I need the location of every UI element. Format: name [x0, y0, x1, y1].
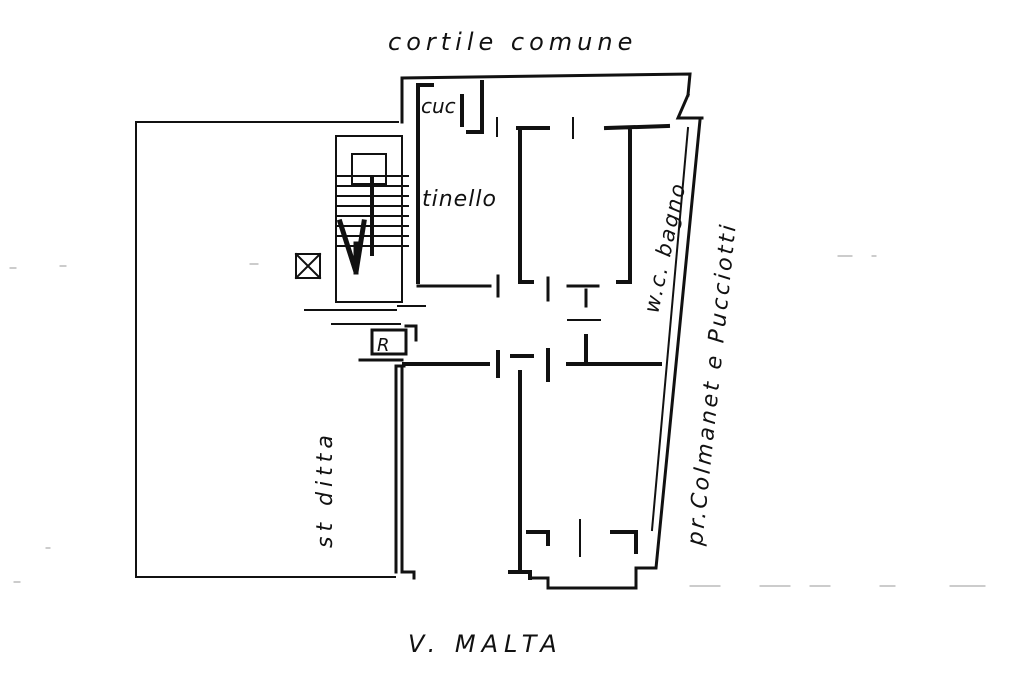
- elevator-shaft: [295, 253, 321, 279]
- partition-wall-middle: [516, 126, 550, 284]
- stair-arrow: [336, 218, 367, 275]
- scan-dashes: [9, 255, 986, 587]
- lower-room-center-wall: [508, 370, 550, 580]
- stair-landing: [351, 153, 387, 185]
- storage-closet: [370, 328, 408, 356]
- storage-label: R: [377, 335, 390, 356]
- stair-frame: [335, 135, 403, 303]
- partition-wall-right: [603, 123, 671, 284]
- lower-room-right-wall: [610, 530, 638, 554]
- apartment-outer-wall: [400, 72, 692, 124]
- street-label: V. MALTA: [408, 630, 563, 658]
- dining-bottom-wall: [416, 274, 600, 302]
- elevator-cross: [294, 252, 322, 280]
- lower-room-left: [394, 364, 416, 580]
- courtyard-label: cortile comune: [388, 28, 637, 56]
- kitchen-label: cuc: [421, 94, 456, 118]
- top-right-corner: [675, 93, 704, 120]
- kitchen-wall: [416, 80, 484, 284]
- neighbor-left-label: st ditta: [313, 430, 338, 548]
- dining-label: tinello: [422, 187, 497, 212]
- facade-wall-right-inner: [650, 126, 690, 532]
- neighbor-right-label: pr.Colmanet e Pucciotti: [683, 221, 742, 548]
- adjacent-property-outline: [135, 121, 399, 578]
- lower-partition-wall: [402, 334, 662, 382]
- facade-wall-right: [528, 118, 702, 590]
- storage-wall: [358, 324, 418, 362]
- hall-marks: [304, 305, 601, 325]
